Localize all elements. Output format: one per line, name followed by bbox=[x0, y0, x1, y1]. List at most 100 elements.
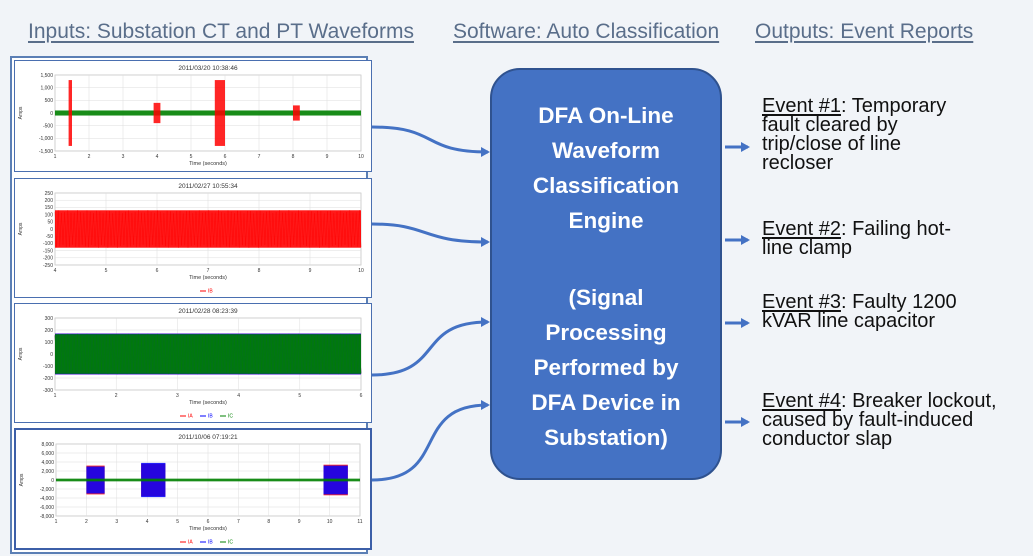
x-tick-label: 7 bbox=[237, 519, 240, 525]
chart-title: 2011/02/27 10:55:34 bbox=[178, 183, 238, 190]
event-report-4: Event #4: Breaker lockout, caused by fau… bbox=[762, 390, 997, 450]
event-report-2: Event #2: Failing hot- line clamp bbox=[762, 218, 952, 259]
series-trace bbox=[54, 334, 362, 374]
y-tick-label: 2,000 bbox=[41, 469, 54, 475]
engine-line: Classification bbox=[532, 173, 680, 198]
series-burst bbox=[153, 102, 161, 124]
x-tick-label: 5 bbox=[298, 393, 301, 399]
x-axis-label: Time (seconds) bbox=[189, 400, 227, 406]
series-waveform bbox=[56, 478, 360, 482]
y-axis-label: Amps bbox=[18, 222, 24, 235]
event-label: Event #4 bbox=[762, 390, 841, 412]
x-tick-label: 7 bbox=[258, 154, 261, 160]
engine-line: Substation) bbox=[544, 425, 668, 450]
x-tick-label: 2 bbox=[88, 154, 91, 160]
x-tick-label: 11 bbox=[357, 519, 362, 525]
x-tick-label: 2 bbox=[115, 393, 118, 399]
x-axis-label: Time (seconds) bbox=[189, 526, 227, 532]
x-tick-label: 5 bbox=[176, 519, 179, 525]
engine-line: Engine bbox=[568, 208, 644, 233]
series-waveform bbox=[55, 110, 361, 116]
y-tick-label: 150 bbox=[45, 205, 54, 211]
y-tick-label: 500 bbox=[45, 98, 54, 104]
x-tick-label: 8 bbox=[258, 268, 261, 274]
y-tick-label: 4,000 bbox=[41, 460, 54, 466]
y-tick-label: -150 bbox=[43, 248, 53, 254]
y-tick-label: -100 bbox=[43, 241, 53, 247]
y-tick-label: 200 bbox=[45, 198, 54, 204]
x-tick-label: 8 bbox=[267, 519, 270, 525]
event-label: Event #1 bbox=[762, 95, 841, 117]
event-report-3: Event #3: Faulty 1200 kVAR line capacito… bbox=[762, 291, 957, 332]
x-tick-label: 9 bbox=[326, 154, 329, 160]
y-axis-label: Amps bbox=[18, 347, 24, 360]
y-tick-label: 0 bbox=[50, 227, 53, 233]
input-arrow-4 bbox=[371, 400, 490, 482]
series-burst bbox=[68, 80, 72, 146]
legend-label: IB bbox=[208, 414, 213, 420]
x-axis-label: Time (seconds) bbox=[189, 275, 227, 281]
y-tick-label: 0 bbox=[51, 478, 54, 484]
input-arrow-1 bbox=[371, 125, 490, 157]
y-tick-label: 1,000 bbox=[40, 85, 53, 91]
legend-label: IC bbox=[228, 540, 233, 546]
waveform-plot: 2011/10/06 07:19:21 8,000 6,000 4,000 2,000 0… bbox=[19, 434, 363, 546]
y-tick-label: -8,000 bbox=[40, 514, 54, 520]
engine-line: (Signal bbox=[568, 285, 644, 310]
y-tick-label: -4,000 bbox=[40, 496, 54, 502]
x-tick-label: 9 bbox=[298, 519, 301, 525]
y-tick-label: -250 bbox=[43, 263, 53, 269]
y-tick-label: -100 bbox=[43, 364, 53, 370]
event-label: Event #3 bbox=[762, 291, 841, 313]
input-arrow-3 bbox=[371, 317, 490, 377]
x-tick-label: 6 bbox=[360, 393, 363, 399]
x-tick-label: 4 bbox=[146, 519, 149, 525]
x-tick-label: 9 bbox=[309, 268, 312, 274]
outputs-header: Outputs: Event Reports bbox=[755, 20, 974, 43]
engine-line: Performed by bbox=[533, 355, 679, 380]
x-axis-label: Time (seconds) bbox=[189, 161, 227, 167]
x-tick-label: 1 bbox=[55, 519, 58, 525]
y-axis-label: Amps bbox=[19, 473, 25, 486]
inputs-header: Inputs: Substation CT and PT Waveforms bbox=[28, 20, 414, 43]
y-tick-label: -1,000 bbox=[39, 136, 53, 142]
y-tick-label: -50 bbox=[46, 234, 53, 240]
x-tick-label: 4 bbox=[54, 268, 57, 274]
series-burst bbox=[214, 80, 225, 146]
engine-line: DFA Device in bbox=[531, 390, 681, 415]
x-tick-label: 6 bbox=[207, 519, 210, 525]
y-tick-label: -500 bbox=[43, 123, 53, 129]
software-header: Software: Auto Classification bbox=[453, 20, 720, 43]
x-tick-label: 4 bbox=[156, 154, 159, 160]
engine-line: Processing bbox=[545, 320, 667, 345]
x-tick-label: 10 bbox=[327, 519, 333, 525]
y-tick-label: 6,000 bbox=[41, 451, 54, 457]
y-tick-label: 1,500 bbox=[40, 73, 53, 79]
x-tick-label: 6 bbox=[156, 268, 159, 274]
y-tick-label: 300 bbox=[45, 316, 54, 322]
engine-line: DFA On-Line bbox=[538, 103, 674, 128]
x-tick-label: 3 bbox=[115, 519, 118, 525]
x-tick-label: 3 bbox=[122, 154, 125, 160]
x-tick-label: 2 bbox=[85, 519, 88, 525]
chart-title: 2011/10/06 07:19:21 bbox=[178, 434, 238, 441]
x-tick-label: 10 bbox=[358, 154, 364, 160]
waveform-plot: 2011/02/27 10:55:34250200150100500-50-10… bbox=[18, 183, 364, 295]
waveform-chart-4[interactable]: 2011/10/06 07:19:21 8,000 6,000 4,000 2,000 0… bbox=[14, 428, 372, 550]
waveform-chart-1: 2011/03/20 10:38:46 1,500 1,000 500 0 -500 -1,… bbox=[14, 60, 372, 172]
legend-label: IA bbox=[188, 414, 193, 420]
chart-title: 2011/03/20 10:38:46 bbox=[178, 65, 238, 72]
y-tick-label: 0 bbox=[50, 111, 53, 117]
x-tick-label: 3 bbox=[176, 393, 179, 399]
y-tick-label: -200 bbox=[43, 376, 53, 382]
y-tick-label: 100 bbox=[45, 212, 54, 218]
y-tick-label: 250 bbox=[45, 191, 54, 197]
classification-engine-box: DFA On-Line Waveform Classification Engi… bbox=[490, 68, 722, 480]
x-tick-label: 5 bbox=[105, 268, 108, 274]
y-tick-label: 8,000 bbox=[41, 442, 54, 448]
x-tick-label: 6 bbox=[224, 154, 227, 160]
input-arrow-2 bbox=[371, 222, 490, 247]
